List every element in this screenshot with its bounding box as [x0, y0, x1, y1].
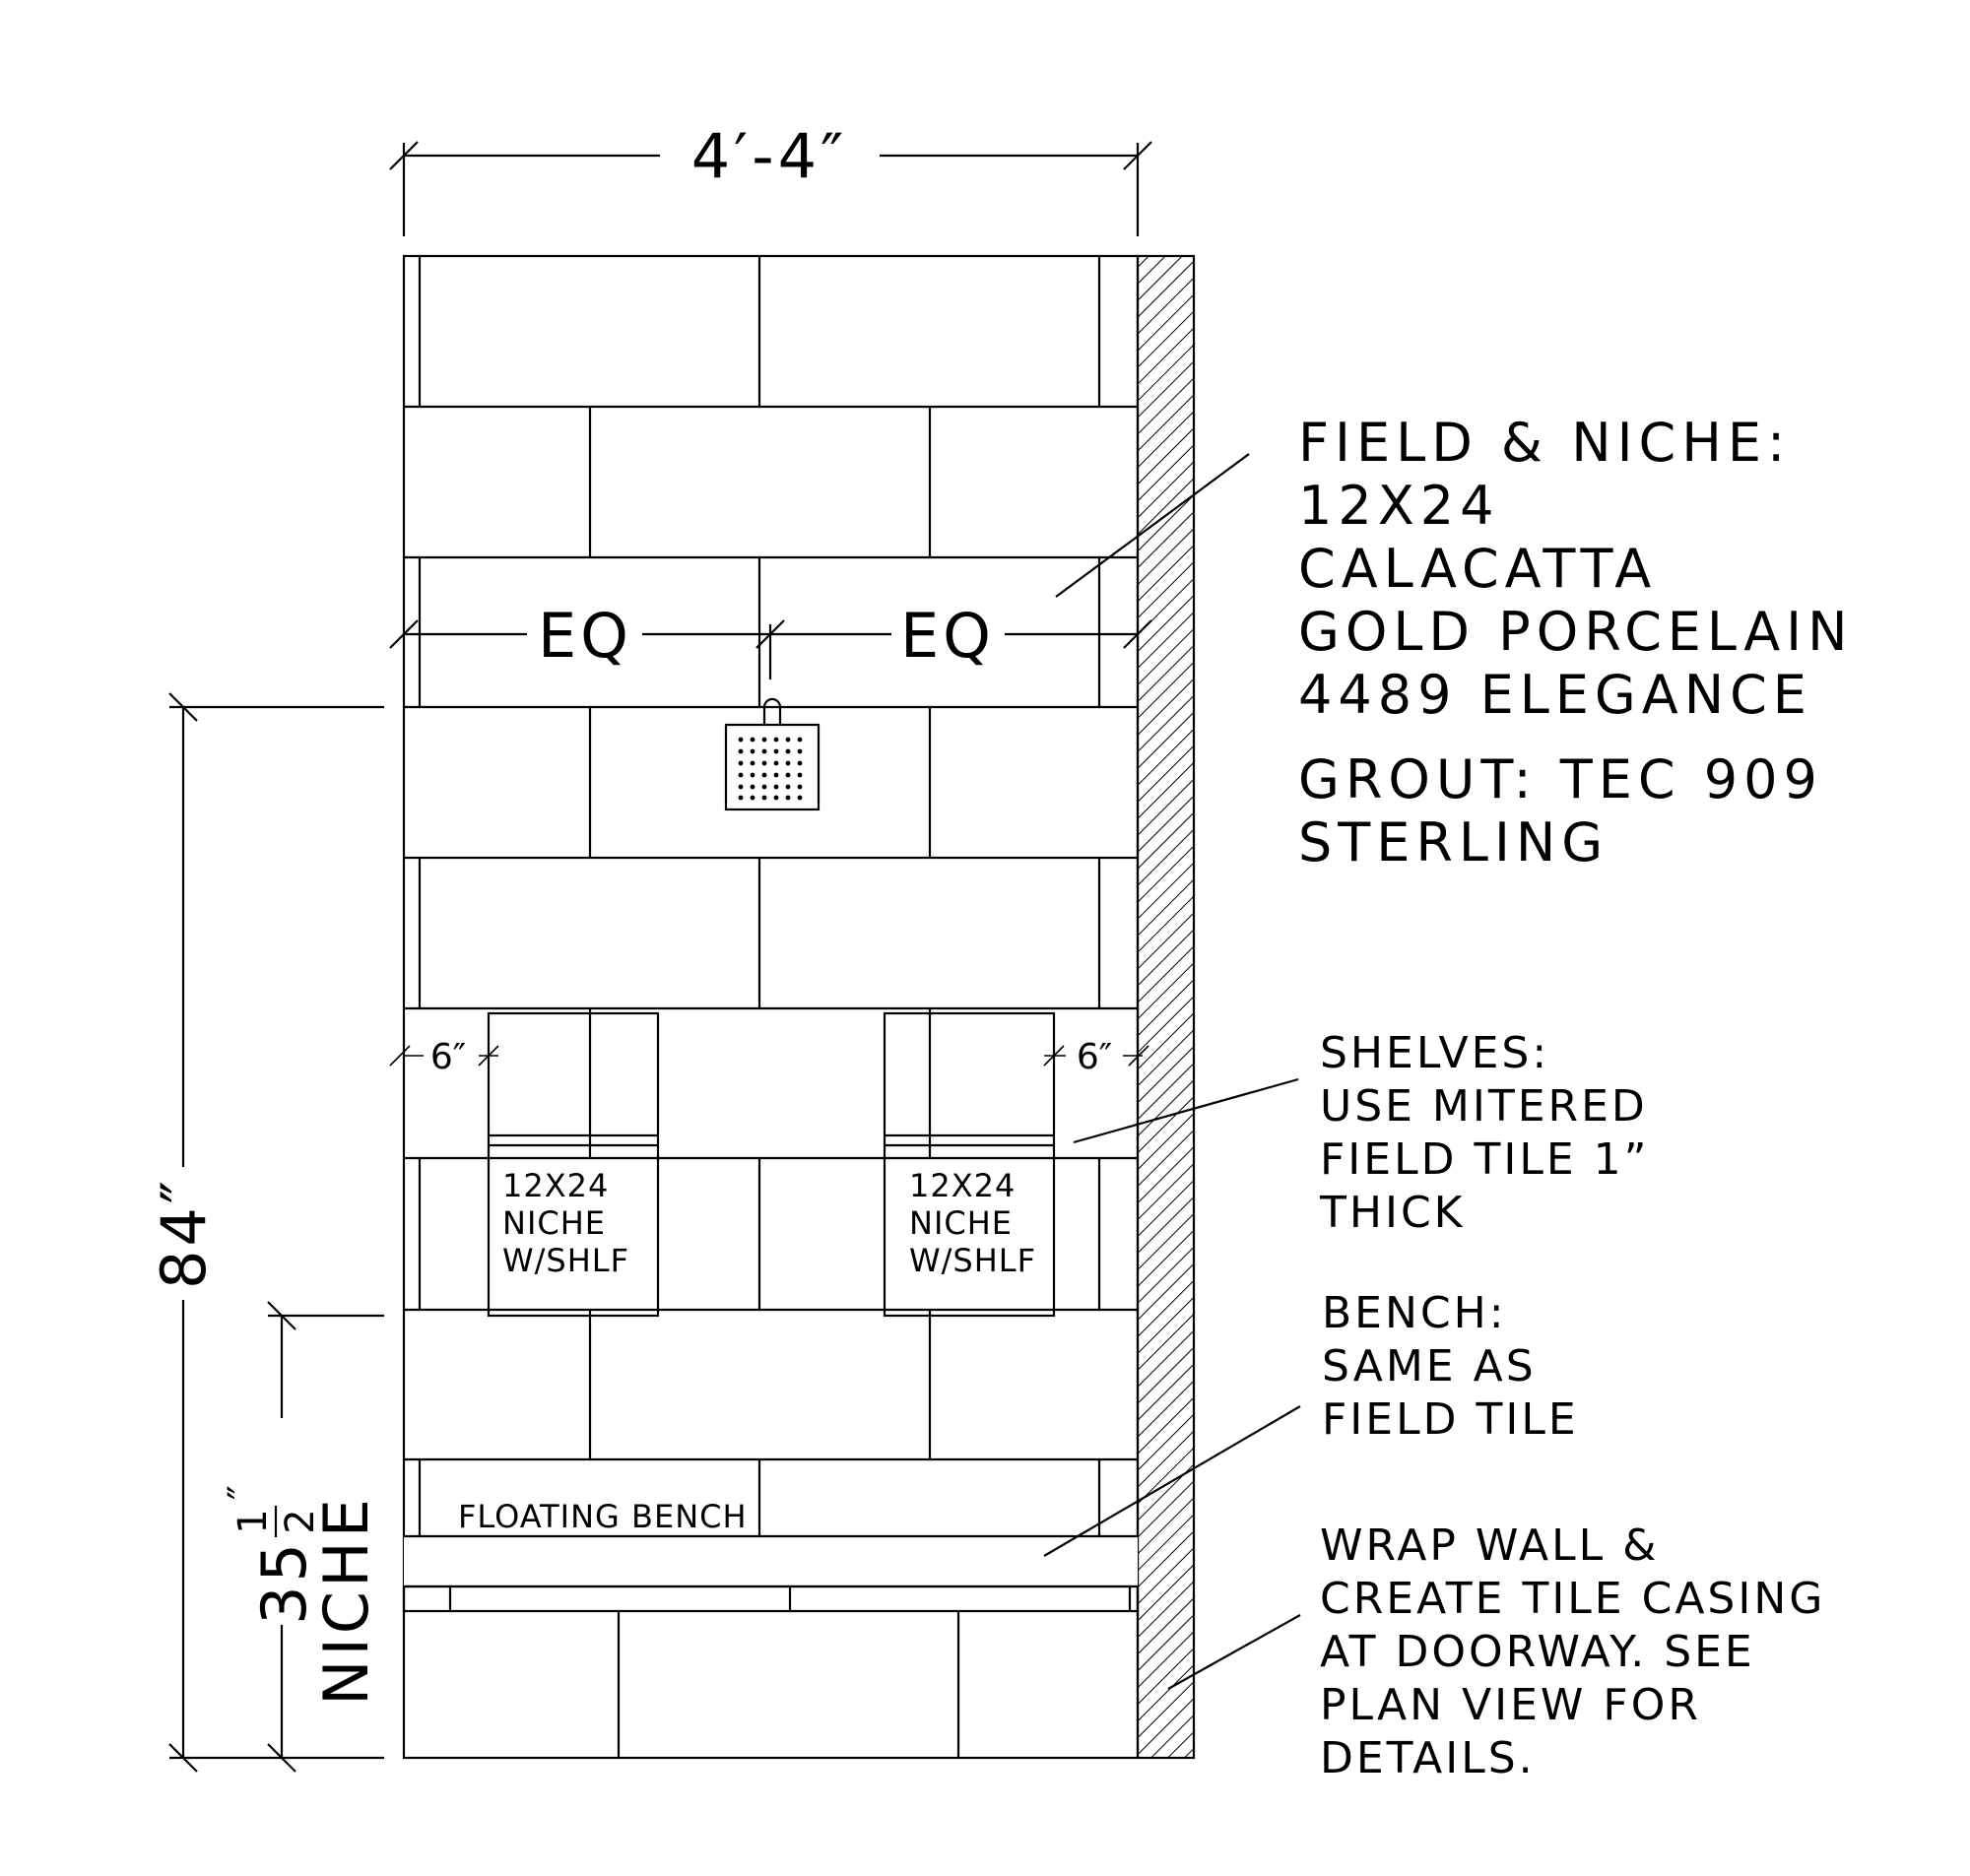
niche-right: 12X24 NICHE W/SHLF: [883, 1011, 1056, 1318]
note-wrap-line-3: AT DOORWAY. SEE: [1320, 1627, 1755, 1677]
offset-left-label: 6″: [430, 1037, 466, 1077]
note-grout-line-1: GROUT: TEC 909: [1298, 748, 1823, 810]
note-field-line-5: 4489 ELEGANCE: [1298, 664, 1812, 726]
wall-elevation: [402, 254, 1196, 1760]
dimension-height-84: 84″: [148, 692, 384, 1773]
bottom-tile-course: [617, 1611, 960, 1758]
leader-lines: [1043, 453, 1301, 1690]
note-shelves: SHELVES: USE MITERED FIELD TILE 1” THICK: [1319, 1028, 1649, 1238]
niche-height-frac-den: 2: [278, 1509, 323, 1533]
note-field-line-2: 12X24: [1298, 475, 1499, 537]
hatched-side-wall: [1136, 254, 1196, 1760]
niche-left-label-1: 12X24: [502, 1167, 609, 1204]
shower-head-icon: [724, 697, 821, 811]
note-shelves-line-4: THICK: [1319, 1188, 1466, 1238]
note-field-niche: FIELD & NICHE: 12X24 CALACATTA GOLD PORC…: [1298, 412, 1854, 726]
niche-left-label-2: NICHE: [502, 1204, 606, 1242]
eq-right-label: EQ: [900, 600, 995, 672]
note-wrap-line-4: PLAN VIEW FOR: [1320, 1680, 1701, 1730]
tile-grid: [404, 256, 1138, 1536]
note-shelves-line-3: FIELD TILE 1”: [1320, 1134, 1649, 1185]
eq-left-label: EQ: [538, 600, 632, 672]
note-field-line-1: FIELD & NICHE:: [1298, 412, 1791, 474]
note-wrap-wall: WRAP WALL & CREATE TILE CASING AT DOORWA…: [1320, 1520, 1825, 1783]
note-grout: GROUT: TEC 909 STERLING: [1298, 748, 1823, 873]
niche-left-label-3: W/SHLF: [502, 1242, 629, 1279]
dimension-niche-height: 35 1 2 ″ NICHE: [221, 1301, 384, 1773]
floating-bench: FLOATING BENCH: [402, 1498, 1140, 1613]
height-84-label: 84″: [148, 1177, 220, 1289]
note-shelves-line-1: SHELVES:: [1320, 1028, 1549, 1078]
offset-right-label: 6″: [1077, 1037, 1112, 1077]
note-wrap-line-2: CREATE TILE CASING: [1320, 1574, 1825, 1624]
niche-height-whole: 35: [248, 1539, 320, 1625]
note-field-line-3: CALACATTA: [1298, 538, 1657, 600]
note-bench-line-3: FIELD TILE: [1322, 1394, 1579, 1445]
overall-width-label: 4′-4″: [691, 120, 848, 192]
niche-height-label: NICHE: [310, 1495, 382, 1706]
shower-head-nozzles: [738, 737, 803, 801]
note-wrap-line-1: WRAP WALL &: [1320, 1520, 1659, 1571]
note-field-line-4: GOLD PORCELAIN: [1298, 601, 1854, 663]
niche-right-label-1: 12X24: [909, 1167, 1016, 1204]
note-bench-line-1: BENCH:: [1322, 1288, 1507, 1338]
note-wrap-line-5: DETAILS.: [1320, 1733, 1536, 1783]
bench-label: FLOATING BENCH: [458, 1498, 748, 1535]
niche-right-label-2: NICHE: [909, 1204, 1013, 1242]
niche-right-label-3: W/SHLF: [909, 1242, 1036, 1279]
dimension-niche-offsets: 6″ 6″: [389, 1037, 1149, 1077]
note-grout-line-2: STERLING: [1298, 811, 1609, 873]
note-shelves-line-2: USE MITERED: [1320, 1081, 1648, 1132]
niche-left: 12X24 NICHE W/SHLF: [487, 1011, 660, 1318]
niche-height-inch-mark: ″: [221, 1485, 266, 1500]
niche-height-frac-num: 1: [230, 1509, 276, 1533]
dimension-overall-width: 4′-4″: [389, 120, 1152, 236]
note-bench-line-2: SAME AS: [1322, 1341, 1537, 1391]
note-bench: BENCH: SAME AS FIELD TILE: [1322, 1288, 1579, 1445]
dimension-eq: EQ EQ: [389, 600, 1152, 679]
